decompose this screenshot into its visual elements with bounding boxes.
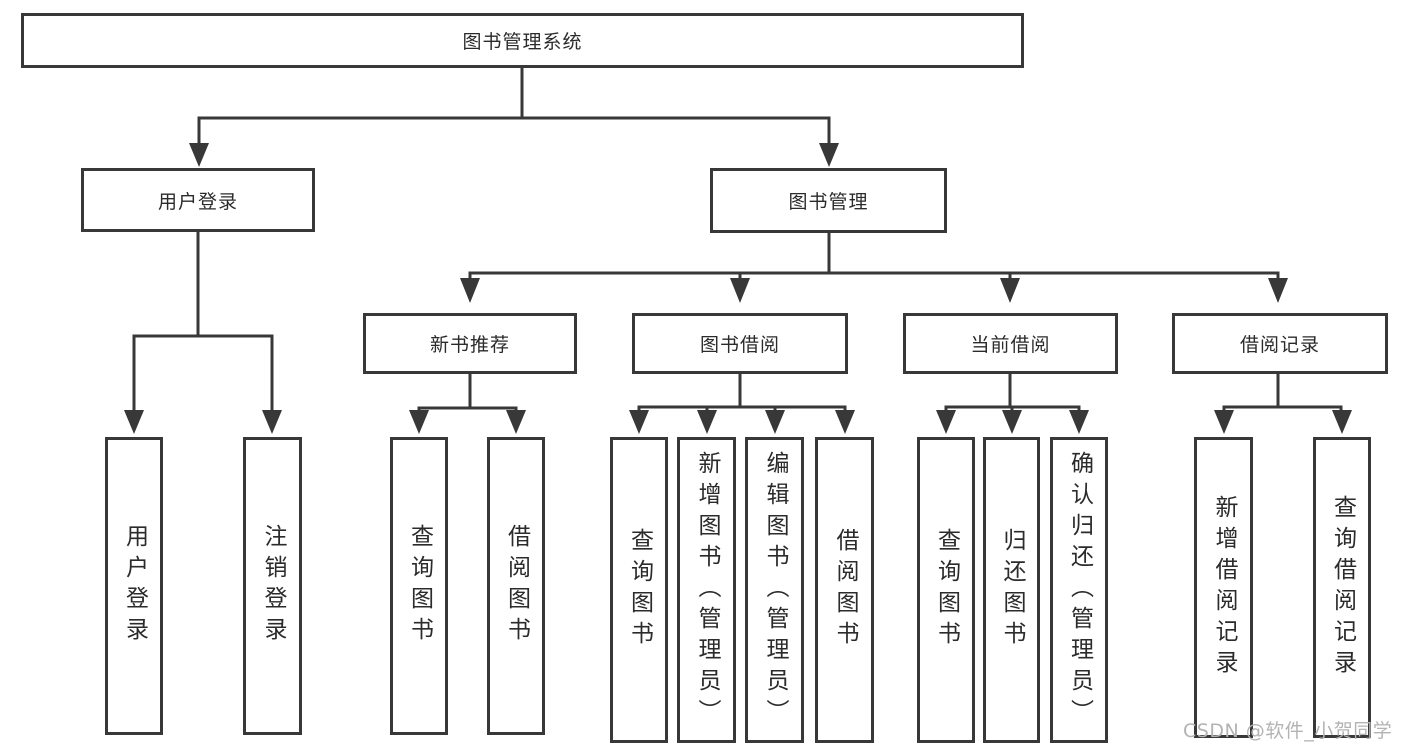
leaf-borrow-book-recommend: 借阅图书	[487, 437, 545, 735]
leaf-add-book-admin: 新增图书（管理员）	[677, 437, 736, 743]
leaf-return-book: 归还图书	[983, 437, 1040, 743]
node-book-management: 图书管理	[710, 168, 947, 233]
node-borrow-records: 借阅记录	[1172, 313, 1388, 374]
node-library-system: 图书管理系统	[21, 13, 1024, 68]
leaf-logout: 注销登录	[243, 437, 302, 735]
leaf-query-book-recommend: 查询图书	[390, 437, 448, 735]
node-user-login: 用户登录	[81, 168, 315, 232]
leaf-borrow-book: 借阅图书	[815, 437, 874, 743]
leaf-add-borrow-record: 新增借阅记录	[1194, 437, 1253, 738]
leaf-edit-book-admin: 编辑图书（管理员）	[745, 437, 804, 743]
arrowheads	[124, 143, 1352, 434]
leaf-confirm-return-admin: 确认归还（管理员）	[1050, 437, 1108, 743]
node-current-borrow: 当前借阅	[903, 313, 1118, 374]
leaf-query-book-borrow: 查询图书	[610, 437, 668, 743]
node-book-borrow: 图书借阅	[632, 313, 848, 374]
node-new-book-recommend: 新书推荐	[363, 313, 577, 374]
leaf-query-borrow-record: 查询借阅记录	[1313, 437, 1371, 738]
leaf-query-book-current: 查询图书	[917, 437, 975, 743]
leaf-user-login: 用户登录	[105, 437, 163, 735]
watermark: CSDN @软件_小贺同学	[1183, 720, 1393, 742]
